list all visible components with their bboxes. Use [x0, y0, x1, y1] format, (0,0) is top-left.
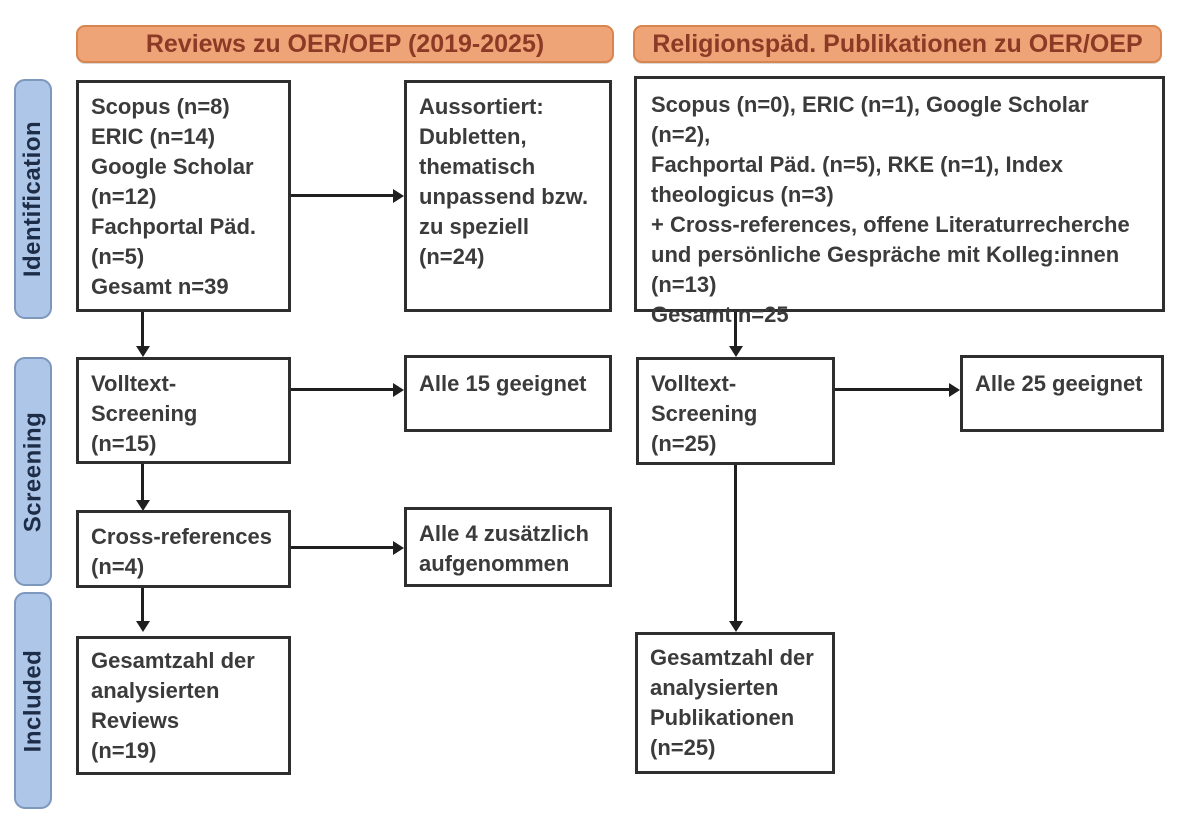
- arrow-pubs-fulltext-to-included: [728, 465, 743, 632]
- reviews-eligible-box: Alle 15 geeignet: [404, 355, 612, 432]
- stage-label-screening: Screening: [14, 357, 52, 586]
- pubs-identification-box: Scopus (n=0), ERIC (n=1), Google Scholar…: [634, 76, 1165, 327]
- reviews-fulltext-screening-box: Volltext- Screening (n=15): [76, 357, 291, 464]
- stage-label-screening-text: Screening: [19, 411, 47, 532]
- column-header-reviews: Reviews zu OER/OEP (2019-2025): [76, 25, 614, 63]
- arrow-pubs-id-to-fulltext: [728, 312, 743, 357]
- reviews-crossref-box: Cross-references (n=4): [76, 510, 291, 588]
- reviews-added-box: Alle 4 zusätzlich aufgenommen: [404, 507, 612, 587]
- arrow-reviews-id-to-excluded: [291, 188, 404, 203]
- arrow-reviews-fulltext-to-eligible: [291, 382, 404, 397]
- arrow-reviews-crossref-to-included: [135, 588, 150, 632]
- stage-label-included-text: Included: [19, 649, 47, 752]
- pubs-included-box: Gesamtzahl der analysierten Publikatione…: [635, 632, 835, 774]
- arrow-reviews-crossref-to-added: [291, 540, 404, 555]
- arrow-reviews-fulltext-to-crossref: [135, 464, 150, 511]
- column-header-publications: Religionspäd. Publikationen zu OER/OEP: [633, 25, 1162, 63]
- arrow-pubs-fulltext-to-eligible: [835, 382, 960, 397]
- pubs-fulltext-screening-box: Volltext- Screening (n=25): [636, 357, 835, 465]
- stage-label-identification: Identification: [14, 79, 52, 319]
- reviews-included-box: Gesamtzahl der analysierten Reviews (n=1…: [76, 636, 291, 775]
- pubs-eligible-box: Alle 25 geeignet: [960, 355, 1164, 432]
- reviews-excluded-box: Aussortiert: Dubletten, thematisch unpas…: [404, 80, 612, 312]
- stage-label-included: Included: [14, 592, 52, 809]
- arrow-reviews-id-to-fulltext: [135, 312, 150, 357]
- reviews-identification-box: Scopus (n=8) ERIC (n=14) Google Scholar …: [76, 80, 291, 312]
- stage-label-identification-text: Identification: [19, 120, 46, 278]
